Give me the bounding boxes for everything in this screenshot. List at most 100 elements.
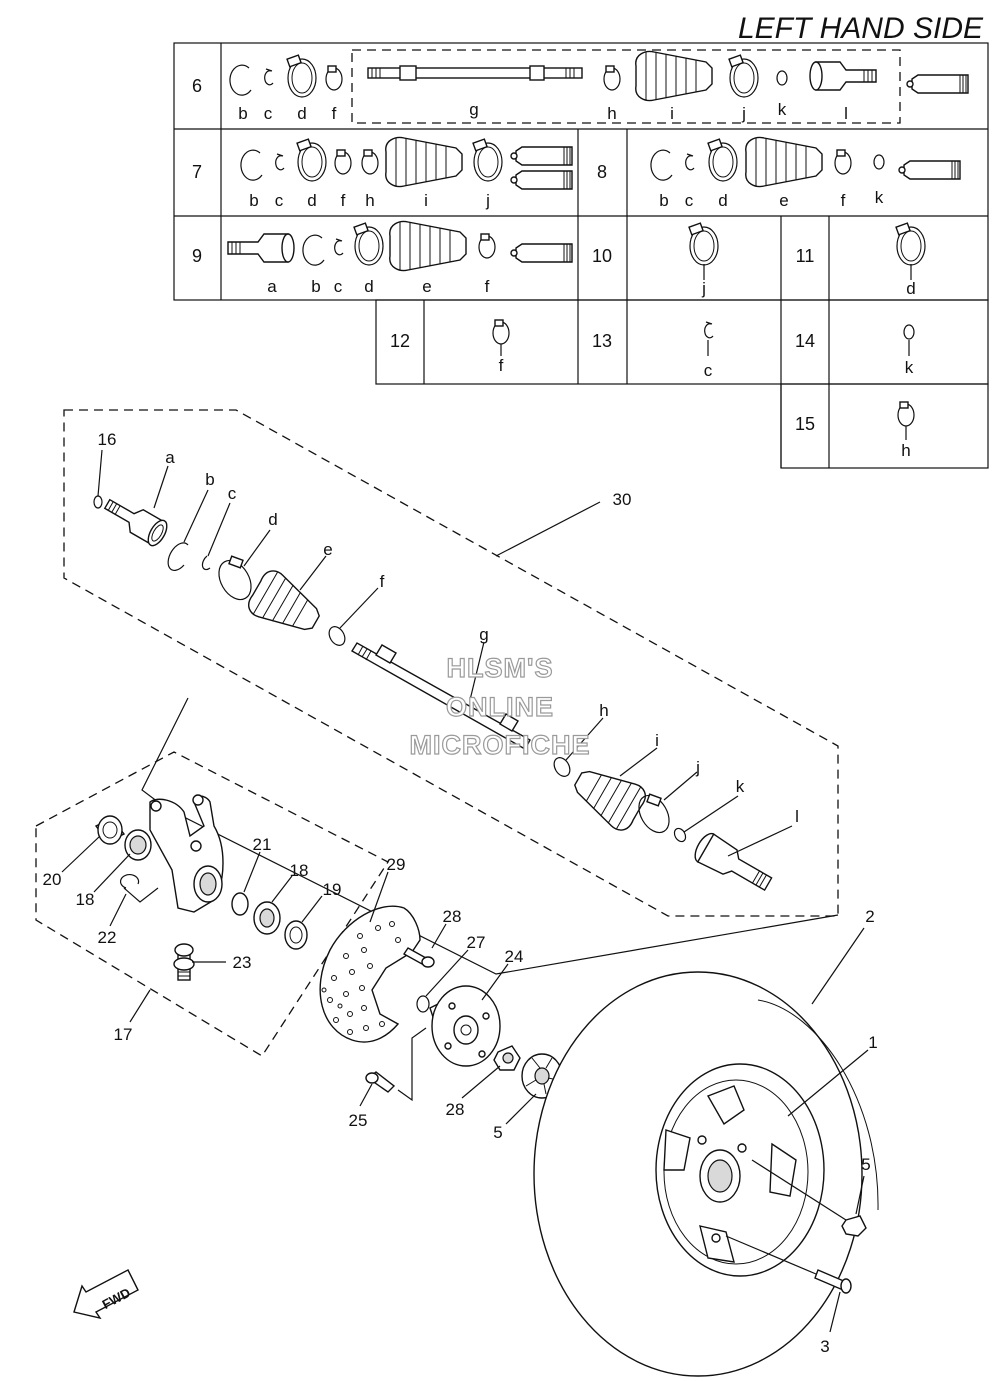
circlip-23-icon (119, 873, 140, 889)
kit-letter: i (670, 104, 674, 123)
callout-label: 27 (467, 933, 486, 952)
knuckle-assembly (35, 697, 839, 1057)
spring-clip-icon (264, 68, 274, 86)
grease-tube-icon (510, 170, 573, 190)
callout-label: 24 (505, 947, 524, 966)
circlip-icon (650, 149, 673, 181)
boot-clamp-icon (325, 65, 343, 91)
callout-label: d (268, 510, 277, 529)
kit-letter: c (334, 277, 343, 296)
kit-letter: c (275, 191, 284, 210)
kit-letter: k (875, 188, 884, 207)
kit-letter: k (905, 358, 914, 377)
kit-row-number: 6 (192, 76, 202, 96)
ring-icon (776, 70, 788, 86)
callout-label: 20 (43, 870, 62, 889)
boot-e-icon (248, 570, 320, 631)
page-title: LEFT HAND SIDE (738, 12, 984, 45)
axle-nut-27-icon (493, 1045, 521, 1071)
boot-icon (635, 50, 713, 102)
grease-tube-icon (510, 243, 573, 263)
kit-letter: b (238, 104, 247, 123)
oil-seal-19-icon (284, 920, 308, 950)
callout-labels: 16 a b c d e f g h i j k l 30 20 18 22 (43, 430, 878, 1356)
kit-letter: d (906, 279, 915, 298)
outer-joint-icon (227, 233, 295, 263)
bolt-29-icon (402, 947, 435, 968)
kit-letter: g (469, 100, 478, 119)
kit-row-number: 13 (592, 331, 612, 351)
o-ring-26-icon (416, 995, 430, 1013)
boot-clamp-icon (834, 149, 852, 175)
callout-label: g (479, 625, 488, 644)
axle-shaft-g-icon (351, 642, 531, 750)
ring-icon (903, 324, 915, 340)
kit-row-number: 15 (795, 414, 815, 434)
boot-clamp-f-icon (328, 626, 346, 646)
kit-letter: e (779, 191, 788, 210)
circlip-icon (302, 234, 325, 266)
callout-label: b (205, 470, 214, 489)
bearing-20-icon (94, 815, 126, 845)
callout-label: 23 (233, 953, 252, 972)
callout-label: 2 (865, 907, 874, 926)
callout-label: j (695, 758, 700, 777)
callout-label: c (228, 484, 237, 503)
wheel-rim-1-icon (655, 1063, 825, 1277)
boot-band-j-icon (638, 794, 670, 834)
kit-letter: d (307, 191, 316, 210)
callout-label: 1 (868, 1033, 877, 1052)
circlip-16-icon (93, 495, 103, 509)
wheel-hub-24-icon (429, 985, 501, 1067)
spring-clip-c-icon (201, 555, 211, 571)
boot-clamp-icon (334, 149, 352, 175)
kit-row-number: 14 (795, 331, 815, 351)
kit-letter: h (901, 441, 910, 460)
bearing-18-icon (124, 829, 152, 861)
boot-clamp-icon (897, 401, 915, 427)
callout-label: 16 (98, 430, 117, 449)
kit-letter: f (499, 356, 504, 375)
drive-shaft-icon (367, 65, 583, 81)
kit-row-number: 11 (796, 246, 815, 266)
boot-clamp-h-icon (553, 757, 571, 777)
boot-clamp-icon (361, 149, 379, 175)
grease-tube-icon (898, 160, 961, 180)
kit-row-number: 9 (192, 246, 202, 266)
boot-band-icon (353, 222, 384, 266)
kit-letter: c (685, 191, 694, 210)
assembly-30-outline (63, 409, 839, 917)
wheel-stud-3-icon (814, 1269, 852, 1294)
spring-clip-icon (704, 321, 714, 339)
callout-label: 5 (493, 1123, 502, 1142)
kit-letter: c (264, 104, 273, 123)
ball-joint-22-icon (173, 943, 195, 981)
kit-letter: d (297, 104, 306, 123)
callout-label: k (736, 777, 745, 796)
callout-label: f (380, 572, 385, 591)
kit-letter: b (249, 191, 258, 210)
callout-label: a (165, 448, 175, 467)
kit-row-number: 12 (390, 331, 410, 351)
callout-label: 18 (76, 890, 95, 909)
callout-label: i (655, 731, 659, 750)
boot-i-icon (574, 770, 646, 831)
kit-letter: d (364, 277, 373, 296)
kit-letter: b (659, 191, 668, 210)
kit-letter: l (844, 104, 848, 123)
boot-band-d-icon (218, 559, 252, 601)
boot-band-icon (895, 222, 926, 266)
bolt-25-icon (365, 1071, 396, 1093)
lug-nut-4-icon (841, 1215, 867, 1237)
forward-arrow-icon: FWD (73, 1269, 139, 1320)
boot-band-icon (286, 54, 317, 98)
callout-label: 28 (443, 907, 462, 926)
callout-label: 5 (861, 1155, 870, 1174)
kit-table: 6 7 8 9 10 11 12 13 14 15 b c d f (173, 42, 989, 469)
circlip-icon (240, 149, 263, 181)
kit-letter: h (365, 191, 374, 210)
boot-clamp-icon (478, 233, 496, 259)
kit-row-number: 8 (597, 162, 607, 182)
kit-letter: a (267, 277, 277, 296)
outer-joint-icon (809, 61, 877, 91)
